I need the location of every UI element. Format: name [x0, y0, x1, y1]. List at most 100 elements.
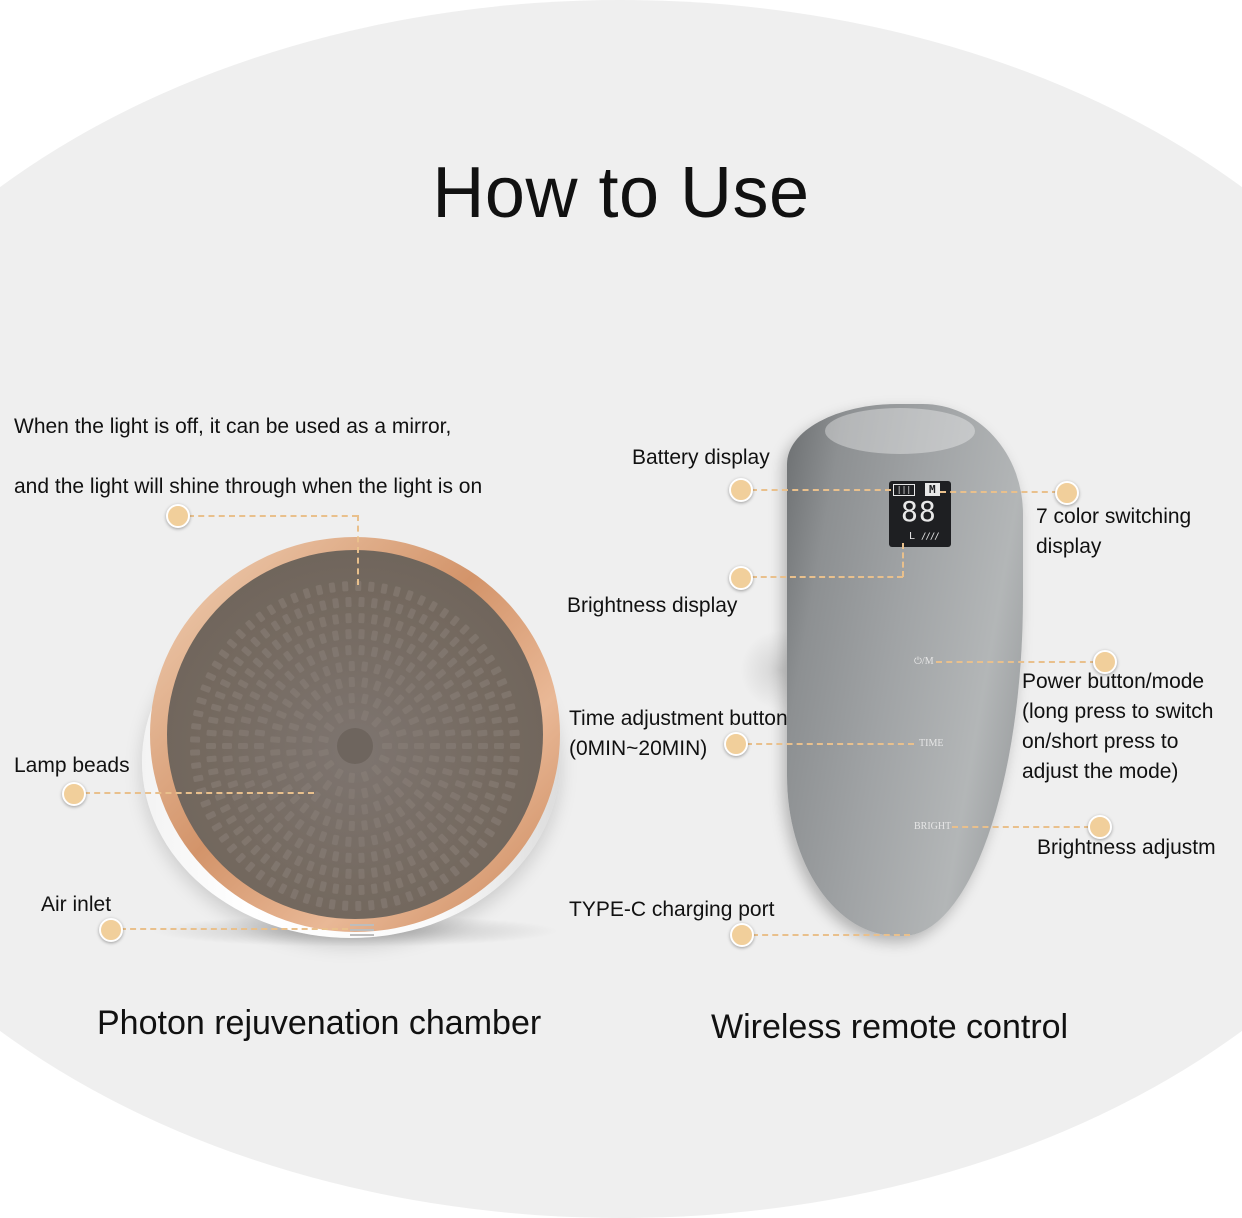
lamp-bead [190, 736, 201, 743]
leader-line [188, 515, 358, 517]
lamp-bead [372, 783, 382, 794]
lamp-bead [250, 845, 261, 856]
lamp-bead [335, 662, 343, 673]
lamp-bead [438, 833, 449, 844]
lamp-bead [467, 691, 478, 700]
lamp-bead [494, 743, 504, 749]
lamp-bead [478, 743, 488, 749]
lamp-bead [509, 729, 520, 737]
lamp-bead [196, 696, 207, 705]
air-inlet-label: Air inlet [41, 893, 112, 916]
leader-line [752, 934, 910, 936]
lamp-bead [348, 772, 356, 783]
lamp-bead [405, 798, 416, 809]
lamp-bead [358, 868, 365, 879]
lamp-bead [430, 743, 440, 749]
lamp-bead [332, 867, 340, 878]
lamp-bead [249, 691, 261, 701]
lamp-bead [267, 691, 279, 701]
lamp-bead [496, 805, 508, 814]
lamp-bead [310, 791, 321, 802]
power-label-line2: (long press to switch [1022, 700, 1214, 723]
power-button-mark[interactable]: ⏻/M [914, 656, 934, 667]
lamp-bead [395, 637, 404, 649]
chamber-mirror-face [167, 550, 543, 919]
lamp-bead [446, 657, 458, 668]
lamp-bead [355, 580, 362, 592]
lamp-bead [332, 630, 340, 641]
lamp-bead [384, 795, 394, 806]
lamp-bead [273, 822, 284, 833]
lamp-bead [370, 598, 378, 609]
lamp-bead [372, 698, 382, 709]
leader-line [751, 489, 891, 491]
lamp-bead [370, 834, 379, 846]
lamp-bead [318, 831, 327, 842]
lamp-bead [378, 754, 390, 764]
lamp-bead [256, 802, 267, 813]
lamp-bead [278, 883, 288, 894]
lamp-bead [449, 615, 460, 627]
lamp-bead [428, 601, 438, 612]
lamp-bead [322, 683, 332, 694]
lamp-bead [473, 815, 484, 825]
time-button-label-line1: Time adjustment button [569, 707, 788, 730]
lamp-bead [382, 776, 393, 787]
lamp-bead [241, 835, 252, 846]
lamp-bead [294, 819, 305, 830]
lamp-bead [491, 768, 502, 776]
lamp-bead [218, 833, 230, 843]
lamp-bead [471, 780, 483, 789]
lamp-bead [250, 636, 261, 647]
lamp-bead [271, 620, 281, 632]
lamp-bead [417, 886, 426, 897]
lamp-bead [370, 630, 378, 641]
lamp-bead [476, 643, 488, 654]
lamp-bead [398, 743, 408, 749]
lamp-bead-pattern [190, 580, 520, 912]
lamp-bead [218, 649, 230, 659]
lamp-bead [367, 900, 375, 911]
lamp-bead [484, 827, 495, 838]
lamp-bead [358, 629, 365, 640]
lamp-bead [429, 620, 439, 632]
lamp-bead [402, 777, 413, 788]
lamp-bead [289, 794, 301, 804]
lamp-bead [402, 704, 413, 715]
lamp-bead [393, 586, 401, 597]
lamp-bead [507, 716, 519, 724]
lamp-beads-label: Lamp beads [14, 754, 130, 777]
lamp-bead [271, 860, 281, 872]
lamp-bead [206, 743, 216, 749]
screen-battery-icon: ||| [893, 484, 915, 496]
lamp-bead [407, 873, 416, 884]
time-button-mark[interactable]: TIME [919, 738, 944, 749]
lamp-bead [302, 893, 311, 904]
lamp-bead [319, 616, 327, 628]
lamp-bead [473, 667, 484, 677]
lamp-bead [257, 768, 268, 776]
lamp-bead [407, 625, 416, 637]
lamp-bead [294, 855, 303, 867]
lamp-bead [383, 616, 391, 628]
brightness-adjust-label: Brightness adjustm [1037, 836, 1216, 859]
lamp-bead [322, 815, 331, 827]
lamp-bead [360, 710, 369, 721]
lamp-bead [318, 848, 327, 859]
lamp-bead [211, 822, 223, 832]
lamp-bead [293, 710, 305, 720]
typec-port-label: TYPE-C charging port [569, 898, 775, 921]
lamp-bead [260, 853, 271, 864]
lamp-bead [310, 810, 320, 821]
lamp-bead [383, 600, 391, 611]
lamp-bead [345, 629, 352, 640]
bright-button-mark[interactable]: BRIGHT [914, 821, 952, 832]
lamp-bead [358, 836, 365, 847]
page-title: How to Use [432, 153, 810, 233]
lamp-bead [241, 646, 252, 657]
lamp-bead [383, 633, 392, 644]
lamp-bead [373, 800, 382, 812]
lamp-bead [348, 709, 356, 720]
lamp-bead [418, 632, 428, 643]
